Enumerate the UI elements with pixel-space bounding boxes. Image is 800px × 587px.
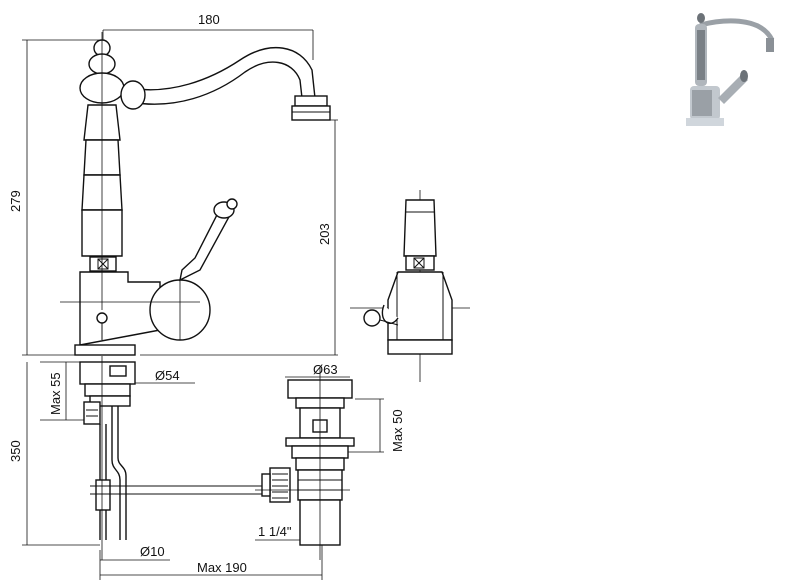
dim-spout-height: 203: [317, 223, 332, 245]
dim-below-deck: 350: [8, 440, 23, 462]
dim-total-height: 279: [8, 190, 23, 212]
faucet-front-view: [60, 32, 331, 356]
dim-rod-diameter: Ø10: [140, 544, 165, 559]
dim-drain-cap: Ø63: [313, 362, 338, 377]
faucet-photo-thumbnail: [686, 13, 775, 126]
drain-assembly: [255, 368, 355, 560]
faucet-side-view: [350, 190, 470, 382]
dim-rod-length: Max 190: [197, 560, 247, 575]
dim-drain-thread: 1 1/4": [258, 524, 292, 539]
dim-spout-reach: 180: [198, 12, 220, 27]
faucet-below-deck: [79, 356, 290, 560]
dim-drain-max: Max 50: [390, 409, 405, 452]
dim-max-deck: Max 55: [48, 372, 63, 415]
dimension-lines: 180 279 203 Max 55 Ø54 350 Ø63 Max 50: [8, 12, 405, 580]
dim-base-diameter: Ø54: [155, 368, 180, 383]
